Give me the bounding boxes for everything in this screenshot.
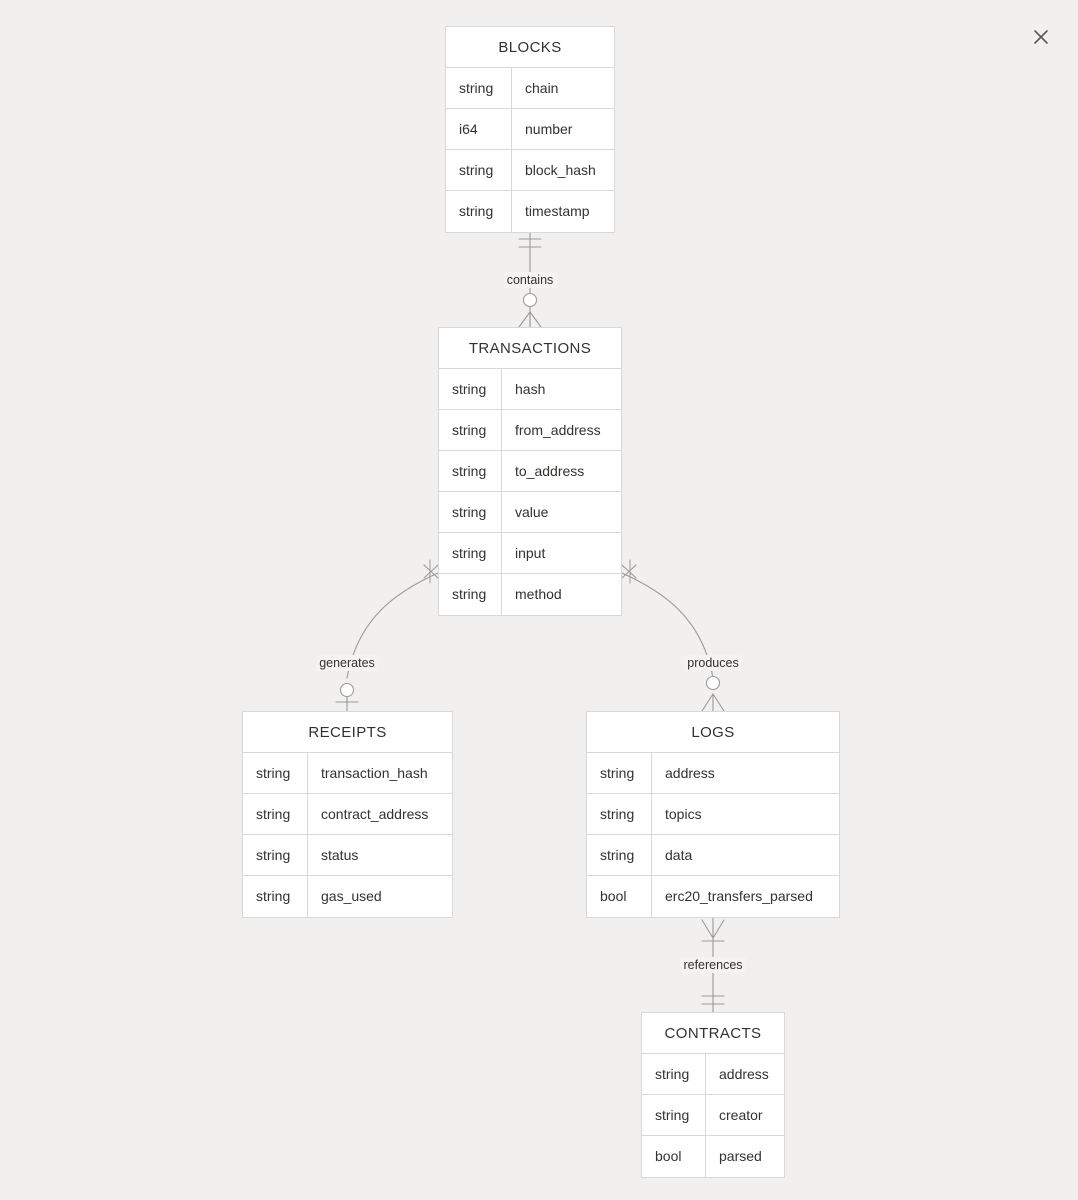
attribute-row: string timestamp	[446, 191, 614, 232]
attribute-row: string address	[642, 1054, 784, 1095]
attribute-name: chain	[525, 80, 559, 96]
attribute-row: string block_hash	[446, 150, 614, 191]
attribute-row: string input	[439, 533, 621, 574]
entity-receipts[interactable]: RECEIPTS string transaction_hash string …	[242, 711, 453, 918]
attribute-type: string	[243, 876, 308, 917]
entity-title: LOGS	[587, 712, 839, 753]
attribute-name: erc20_transfers_parsed	[665, 888, 813, 904]
entity-logs[interactable]: LOGS string address string topics string…	[586, 711, 840, 918]
attribute-row: string chain	[446, 68, 614, 109]
attribute-row: string transaction_hash	[243, 753, 452, 794]
attribute-type: string	[587, 835, 652, 875]
attribute-name: transaction_hash	[321, 765, 428, 781]
attribute-type: string	[439, 574, 502, 615]
attribute-type: string	[642, 1054, 706, 1094]
attribute-type: string	[587, 794, 652, 834]
relationship-label-generates: generates	[316, 655, 378, 671]
attribute-name: status	[321, 847, 359, 863]
attribute-row: string hash	[439, 369, 621, 410]
attribute-type: string	[243, 794, 308, 834]
attribute-name: from_address	[515, 422, 601, 438]
attribute-name: creator	[719, 1107, 763, 1123]
attribute-name: address	[665, 765, 715, 781]
attribute-row: string contract_address	[243, 794, 452, 835]
attribute-type: bool	[642, 1136, 706, 1177]
attribute-type: string	[642, 1095, 706, 1135]
attribute-row: bool parsed	[642, 1136, 784, 1177]
attribute-row: bool erc20_transfers_parsed	[587, 876, 839, 917]
relationship-label-contains: contains	[503, 272, 557, 288]
entity-transactions[interactable]: TRANSACTIONS string hash string from_add…	[438, 327, 622, 616]
attribute-type: string	[243, 835, 308, 875]
close-button[interactable]	[1026, 22, 1056, 52]
attribute-type: string	[439, 369, 502, 409]
attribute-row: string method	[439, 574, 621, 615]
entity-blocks[interactable]: BLOCKS string chain i64 number string bl…	[445, 26, 615, 233]
entity-contracts[interactable]: CONTRACTS string address string creator …	[641, 1012, 785, 1178]
attribute-type: string	[439, 451, 502, 491]
attribute-name: input	[515, 545, 546, 561]
attribute-type: string	[439, 410, 502, 450]
attribute-name: timestamp	[525, 203, 590, 219]
attribute-name: value	[515, 504, 549, 520]
entity-title: RECEIPTS	[243, 712, 452, 753]
close-icon	[1034, 30, 1048, 44]
attribute-type: string	[446, 191, 512, 232]
relationship-label-produces: produces	[684, 655, 742, 671]
attribute-name: gas_used	[321, 888, 382, 904]
relationship-label-references: references	[680, 957, 746, 973]
attribute-type: string	[243, 753, 308, 793]
attribute-type: bool	[587, 876, 652, 917]
attribute-row: string topics	[587, 794, 839, 835]
attribute-name: address	[719, 1066, 769, 1082]
attribute-row: string status	[243, 835, 452, 876]
attribute-type: string	[446, 150, 512, 190]
attribute-name: block_hash	[525, 162, 596, 178]
attribute-name: parsed	[719, 1148, 762, 1164]
attribute-name: topics	[665, 806, 702, 822]
attribute-type: string	[446, 68, 512, 108]
attribute-name: method	[515, 586, 562, 602]
attribute-row: string value	[439, 492, 621, 533]
attribute-row: string address	[587, 753, 839, 794]
attribute-row: string from_address	[439, 410, 621, 451]
attribute-name: data	[665, 847, 693, 863]
entity-title: CONTRACTS	[642, 1013, 784, 1054]
attribute-type: string	[439, 533, 502, 573]
attribute-name: hash	[515, 381, 546, 397]
attribute-name: contract_address	[321, 806, 429, 822]
attribute-type: string	[587, 753, 652, 793]
attribute-row: i64 number	[446, 109, 614, 150]
entity-title: TRANSACTIONS	[439, 328, 621, 369]
attribute-row: string to_address	[439, 451, 621, 492]
attribute-row: string data	[587, 835, 839, 876]
attribute-row: string gas_used	[243, 876, 452, 917]
attribute-name: to_address	[515, 463, 585, 479]
relationship-generates	[335, 559, 439, 712]
relationship-produces	[621, 559, 725, 712]
entity-title: BLOCKS	[446, 27, 614, 68]
attribute-type: i64	[446, 109, 512, 149]
attribute-name: number	[525, 121, 573, 137]
attribute-type: string	[439, 492, 502, 532]
attribute-row: string creator	[642, 1095, 784, 1136]
